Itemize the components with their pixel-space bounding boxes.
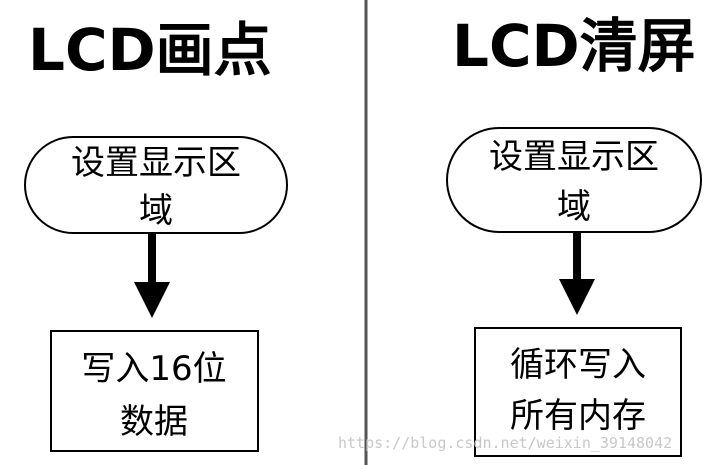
- right-start-label-line2: 域: [557, 187, 591, 227]
- left-process-label-line2: 数据: [120, 402, 188, 442]
- right-title: LCD清屏: [452, 12, 696, 80]
- right-process-node: [474, 327, 682, 457]
- watermark-text: https://blog.csdn.net/weixin_39148042: [338, 434, 672, 452]
- left-flowchart: LCD画点 设置显示区 域 写入16位 数据: [24, 16, 288, 452]
- right-process-label-line2: 所有内存: [510, 396, 646, 436]
- right-flowchart: LCD清屏 设置显示区 域 循环写入 所有内存: [446, 12, 702, 457]
- left-start-label-line2: 域: [139, 191, 173, 231]
- left-start-label-line1: 设置显示区: [71, 143, 241, 183]
- left-process-label-line1: 写入16位: [81, 349, 226, 389]
- left-title: LCD画点: [28, 16, 272, 84]
- right-start-label-line1: 设置显示区: [489, 137, 659, 177]
- right-process-label-line1: 循环写入: [510, 345, 646, 385]
- left-process-node: [50, 330, 259, 452]
